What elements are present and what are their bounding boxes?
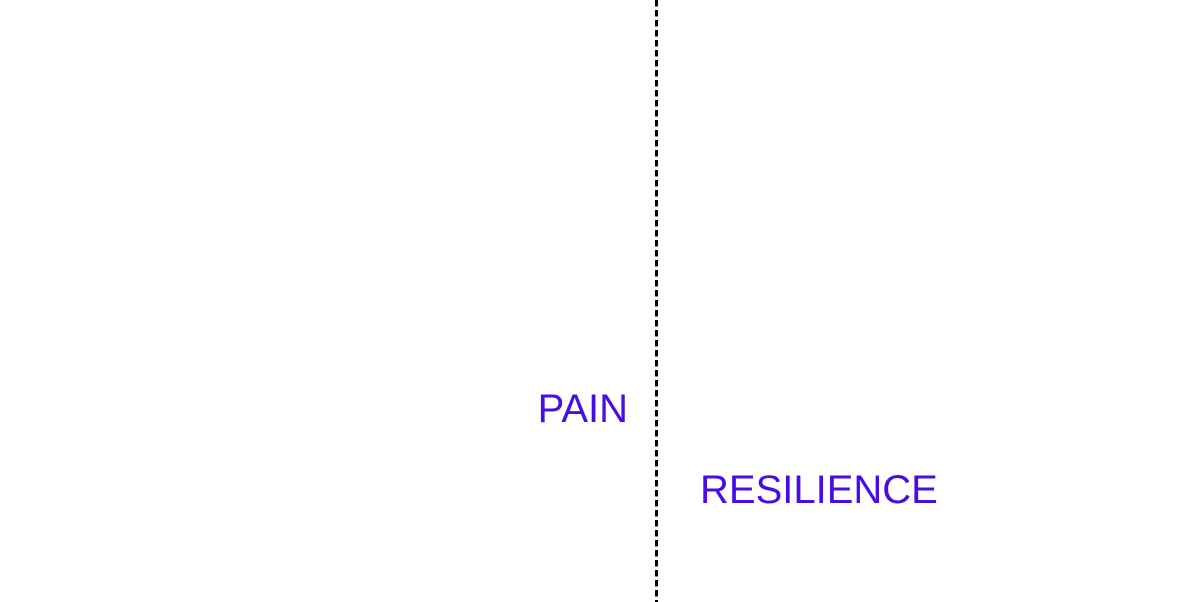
pain-label: PAIN [538,387,628,431]
resilience-label: RESILIENCE [700,468,938,512]
